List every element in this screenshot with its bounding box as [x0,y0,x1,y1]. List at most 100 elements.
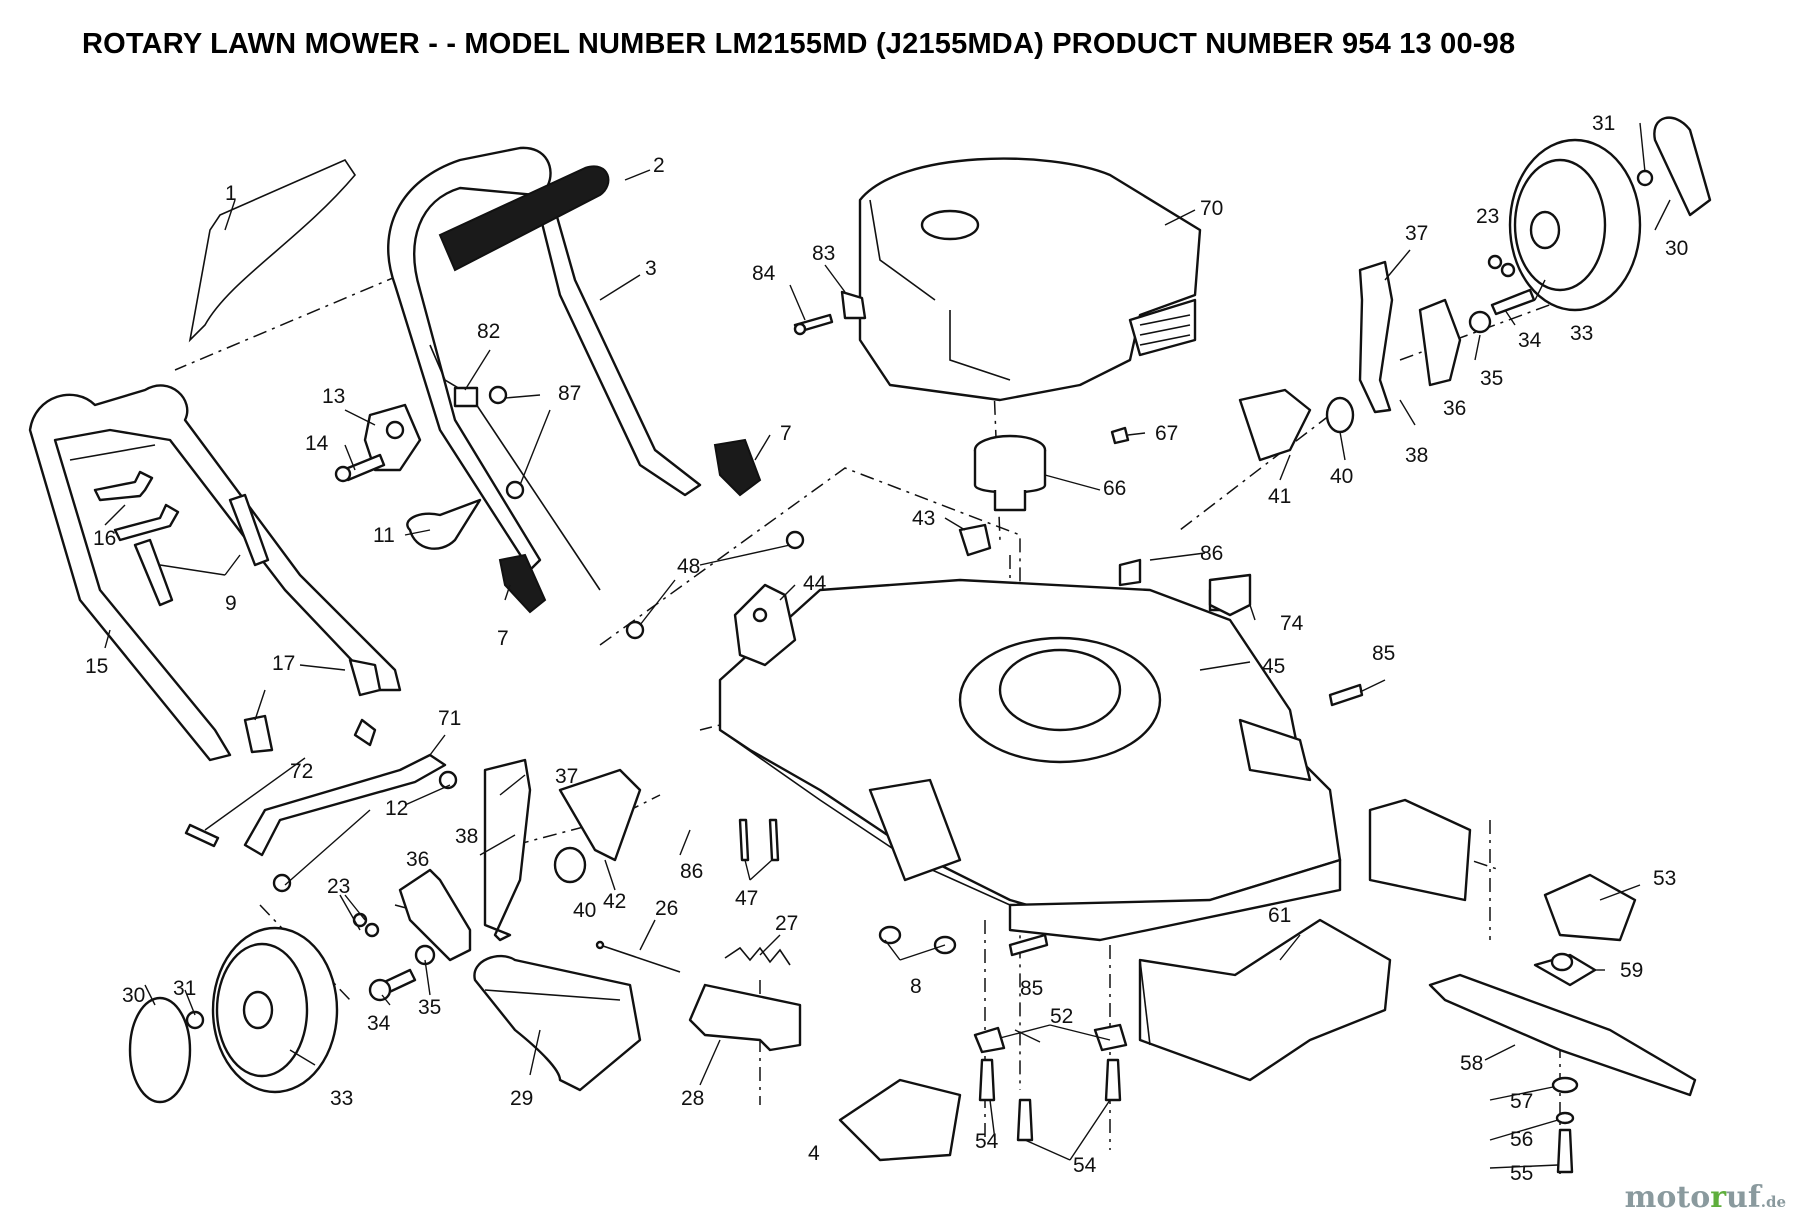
callout-label: 48 [677,555,700,578]
handle-decal [188,158,356,343]
callout-label: 33 [330,1087,353,1110]
callout-label: 82 [477,320,500,343]
knobs [93,470,180,542]
callout-label: 23 [327,875,350,898]
cable-82 [429,344,601,591]
rear-wheel-right [1508,138,1642,312]
bolt-84 [793,313,834,336]
callout-label: 31 [173,977,196,1000]
callout-label: 55 [1510,1162,1533,1185]
engine-bracket [840,290,867,320]
callout-label: 37 [1405,222,1428,245]
mower-deck [718,578,1342,942]
blade [1428,973,1697,1097]
hinge-bracket [688,983,802,1052]
deck-bolts [973,1023,1128,1142]
callout-label: 86 [680,860,703,883]
cover-plate [838,1078,962,1162]
clips-17 [243,658,382,754]
callout-label: 86 [1200,542,1223,565]
callout-label: 1 [225,182,237,205]
callout-label: 72 [290,760,313,783]
rear-flap [473,954,642,1092]
blade-hardware [1551,1076,1579,1174]
side-deflector [1138,918,1392,1082]
height-lever-left [553,768,642,884]
callout-label: 35 [1480,367,1503,390]
callout-label: 44 [803,572,827,595]
callout-label: 17 [272,652,295,675]
callout-label: 23 [1476,205,1499,228]
wheel-bracket-right [1358,260,1462,414]
callout-label: 30 [1665,237,1688,260]
callout-label: 56 [1510,1128,1533,1151]
callout-label: 58 [1460,1052,1483,1075]
left-axle-hardware [185,912,436,1030]
engine [858,157,1202,402]
callout-label: 36 [1443,397,1466,420]
leader-lines [104,122,1671,1169]
callout-label: 3 [645,257,657,280]
blade-adapter [973,434,1047,512]
hairpin-clip [406,498,482,550]
hubcap-left [128,996,192,1104]
callout-label: 85 [1372,642,1395,665]
handle-grip [438,165,610,272]
handle-bracket [733,583,797,667]
callout-label: 87 [558,382,581,405]
callout-label: 54 [1073,1154,1097,1177]
callout-label: 41 [1268,485,1291,508]
callout-label: 28 [681,1087,704,1110]
callout-labels: 1 2 3 4 7 7 8 9 11 12 13 14 15 16 17 23 … [85,112,1688,1185]
callout-label: 42 [603,890,626,913]
callout-label: 9 [225,592,237,615]
callout-label: 14 [305,432,329,455]
callout-label: 8 [910,975,922,998]
callout-label: 13 [322,385,345,408]
callout-label: 59 [1620,959,1643,982]
baffle-bracket [1543,873,1637,942]
bolt-14 [334,453,386,483]
page-title: ROTARY LAWN MOWER - - MODEL NUMBER LM215… [82,28,1516,60]
carriage-bolts [133,493,270,607]
callout-label: 84 [752,262,776,285]
right-axle-hardware [1468,169,1654,334]
height-bracket-left [398,758,532,962]
callout-label: 85 [1020,977,1043,1000]
callout-label: 2 [653,154,665,177]
height-adjust-rod [184,718,458,893]
callout-label: 52 [1050,1005,1073,1028]
callout-label: 53 [1653,867,1676,890]
callout-label: 43 [912,507,935,530]
blade-adapter-59 [1533,952,1597,987]
callout-label: 27 [775,912,798,935]
callout-label: 71 [438,707,461,730]
callout-label: 29 [510,1087,533,1110]
spring [724,946,791,966]
callout-label: 30 [122,984,145,1007]
callout-label: 37 [555,765,578,788]
spark-plug-cap [1110,426,1130,445]
warning-decal [1208,573,1252,617]
callout-label: 40 [1330,465,1353,488]
callout-label: 66 [1103,477,1126,500]
callout-label: 74 [1280,612,1304,635]
callout-label: 38 [1405,444,1428,467]
callout-label: 40 [573,899,596,922]
callout-label: 26 [655,897,678,920]
site-watermark: motoruf.de [1624,1180,1786,1215]
height-lever-right [1238,388,1355,462]
callout-label: 16 [93,527,116,550]
callout-label: 83 [812,242,835,265]
callout-label: 12 [385,797,408,820]
callout-label: 61 [1268,904,1291,927]
callout-label: 67 [1155,422,1178,445]
lower-handle [28,384,402,762]
callout-label: 35 [418,996,441,1019]
callout-label: 70 [1200,197,1223,220]
cable-guide [363,403,422,472]
cam-lever-lower [498,553,547,614]
callout-label: 34 [1518,329,1542,352]
callout-label: 11 [373,524,395,547]
